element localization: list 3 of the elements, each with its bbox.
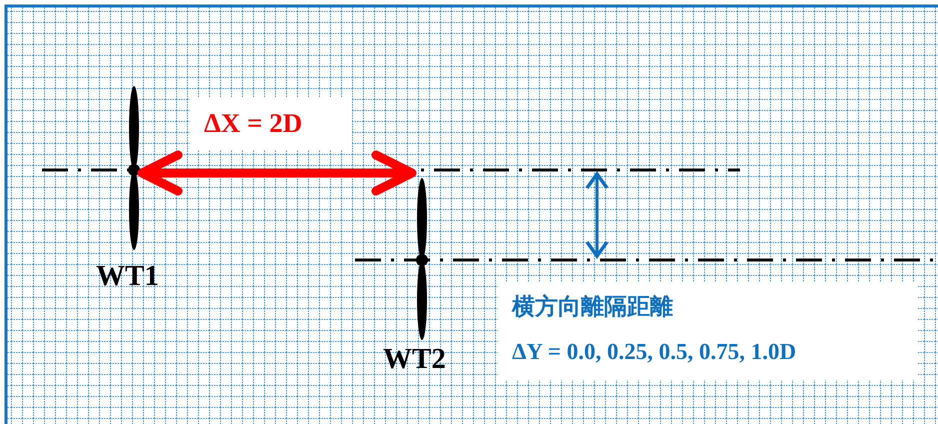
dimension-label: ΔY = 0.0, 0.25, 0.5, 0.75, 1.0D: [512, 340, 796, 363]
dimension-label: ΔX = 2D: [204, 110, 302, 137]
dimension-label: 横方向離隔距離: [512, 296, 673, 319]
